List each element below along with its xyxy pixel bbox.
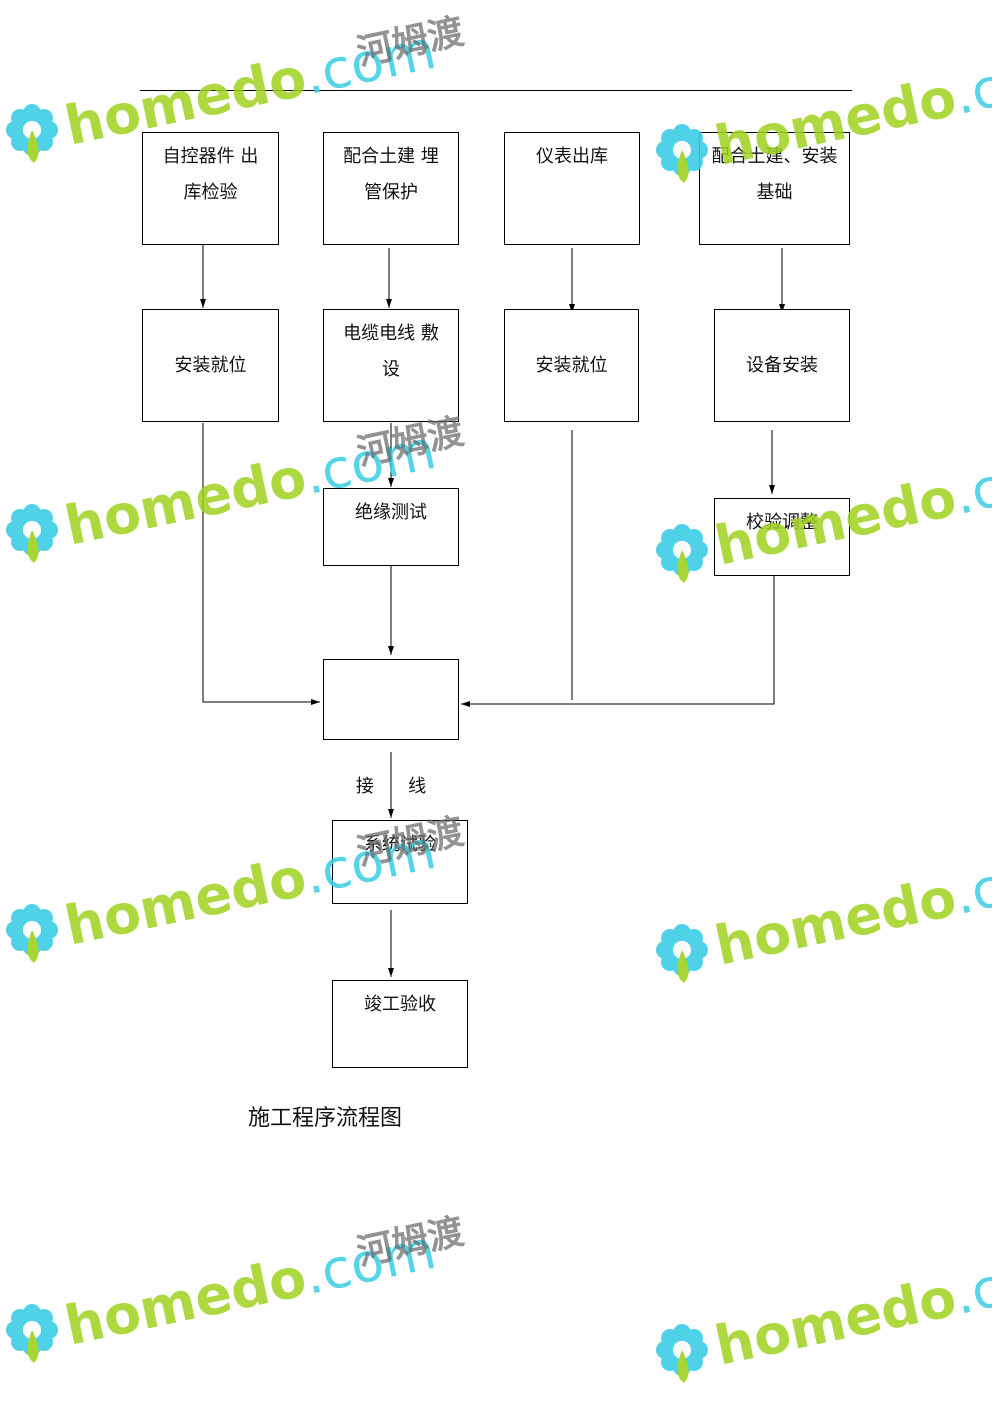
node-instrument-out: 仪表出库 (504, 132, 640, 245)
node-civil-foundation: 配合土建、安装基础 (699, 132, 850, 245)
node-install-position-1: 安装就位 (142, 309, 279, 422)
arrow-n10-n11 (461, 568, 775, 707)
arrow-n5-n11 (202, 423, 320, 705)
node-wiring: 接 线 (323, 659, 459, 797)
node-install-position-2: 安装就位 (504, 309, 639, 422)
node-insulation-test: 绝缘测试 (323, 488, 459, 566)
node-civil-pipe-protection: 配合土建 埋管保护 (323, 132, 459, 245)
diagram-caption: 施工程序流程图 (248, 1106, 403, 1131)
node-completion-acceptance: 竣工验收 (332, 980, 468, 1068)
node-equipment-install: 设备安装 (714, 309, 850, 422)
node-system-test: 系统试验 (332, 820, 468, 904)
node-component-inspection: 自控器件 出库检验 (142, 132, 279, 245)
node-cable-laying: 电缆电线 敷设 (323, 309, 459, 422)
node-calibration: 校验调整 (714, 498, 850, 576)
top-rule (140, 90, 852, 91)
